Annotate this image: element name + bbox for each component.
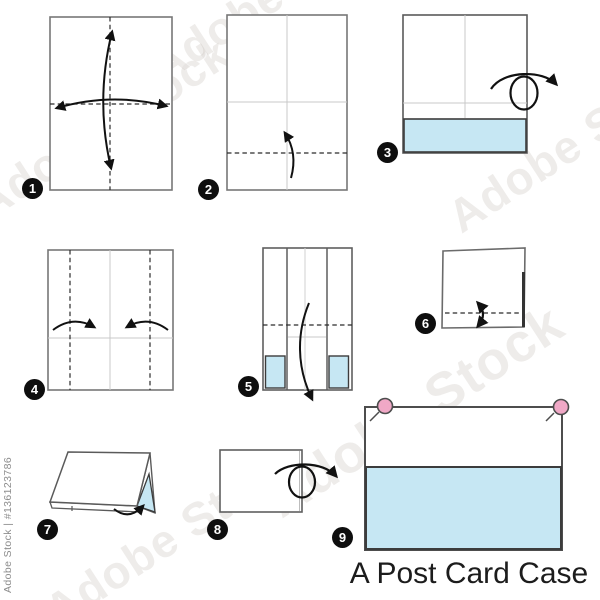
fold-unfold-horizontal-arrow: [54, 98, 169, 111]
pin-needle: [545, 412, 555, 422]
step-5-diagram: [262, 247, 353, 402]
fold-up-arrow: [283, 130, 295, 179]
pin-icon: [376, 397, 394, 415]
top-flap: [48, 451, 151, 507]
step-badge-8: 8: [207, 519, 228, 540]
step-badge-5: 5: [238, 376, 259, 397]
flip-over-icon: [509, 75, 539, 111]
step-badge-9: 9: [332, 527, 353, 548]
step-7-diagram: [48, 451, 156, 516]
flip-over-icon: [287, 465, 317, 499]
step-6-diagram: [441, 247, 526, 329]
flip-over-arrow: [490, 73, 559, 90]
step-9-diagram: [364, 397, 570, 551]
fold-down-arrow: [299, 302, 314, 402]
blue-pocket-right: [328, 355, 350, 389]
step-4-diagram: [47, 249, 174, 391]
fold-right-arrow: [52, 318, 97, 331]
blue-strip: [403, 118, 527, 153]
pin-needle: [369, 411, 380, 422]
step-1-diagram: [49, 16, 173, 191]
step-badge-6: 6: [415, 313, 436, 334]
step-badge-1: 1: [22, 178, 43, 199]
blue-pocket-left: [264, 355, 286, 389]
fold-left-arrow: [124, 318, 169, 331]
blue-pocket-side: [136, 471, 156, 513]
watermark-side-text: Adobe Stock | #136123786: [2, 456, 14, 593]
image-title: A Post Card Case: [349, 557, 589, 590]
small-fold-arrow: [475, 300, 489, 329]
step-badge-2: 2: [198, 179, 219, 200]
step-badge-4: 4: [24, 379, 45, 400]
step-2-diagram: [226, 14, 348, 191]
blue-pocket-front: [365, 466, 562, 550]
step-8-diagram: [219, 449, 338, 513]
flip-over-arrow: [274, 463, 338, 479]
pin-icon: [552, 398, 570, 416]
step-3-diagram: [402, 14, 559, 154]
step-badge-3: 3: [377, 142, 398, 163]
step-badge-7: 7: [37, 519, 58, 540]
tuck-arrow: [113, 503, 145, 516]
